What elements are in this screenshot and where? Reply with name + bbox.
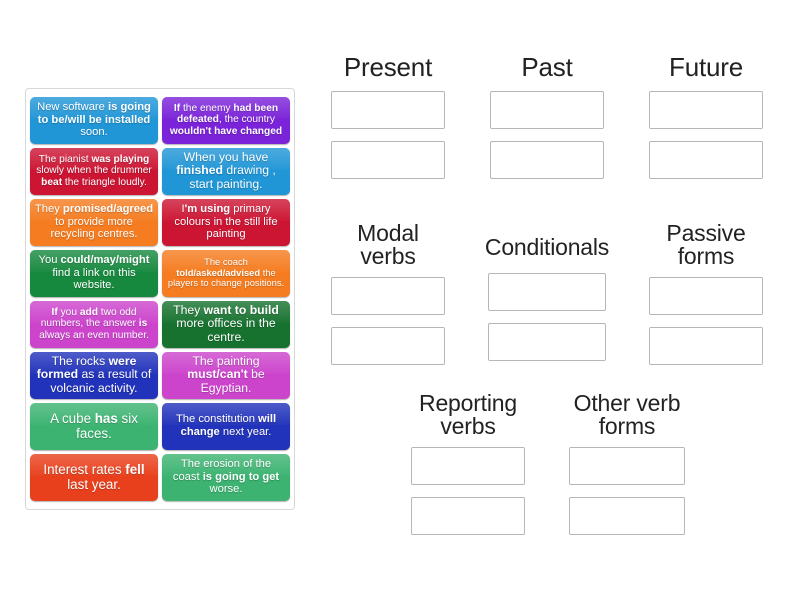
tile-text: The constitution will change next year. [175, 413, 277, 438]
draggable-tile[interactable]: If the enemy had been defeated, the coun… [162, 96, 290, 144]
dropzone[interactable] [331, 140, 445, 179]
draggable-tile[interactable]: When you have finished drawing , start p… [162, 147, 290, 195]
tile-text: A cube has six faces. [50, 411, 138, 441]
dropzone[interactable] [569, 496, 685, 535]
category-present: Present [331, 54, 445, 179]
dropzone[interactable] [411, 446, 525, 485]
draggable-tile[interactable]: Interest rates fell last year. [30, 453, 158, 501]
tile-text: When you have finished drawing , start p… [176, 149, 276, 191]
tile-text: The painting must/can't be Egyptian. [187, 353, 265, 395]
category-title: Reporting verbs [419, 390, 517, 440]
dropzone[interactable] [411, 496, 525, 535]
spacer [331, 269, 445, 277]
draggable-tile-tray: New software is going to be/will be inst… [25, 88, 295, 510]
tile-text: I'm using primary colours in the still l… [174, 203, 278, 241]
category-title: Passive forms [666, 220, 746, 270]
spacer [331, 81, 445, 91]
dropzone[interactable] [490, 140, 604, 179]
category-title: Modal verbs [357, 220, 419, 270]
dropzone-gap [331, 129, 445, 141]
draggable-tile[interactable]: The erosion of the coast is going to get… [162, 453, 290, 501]
spacer [649, 269, 763, 277]
tile-text: Interest rates fell last year. [43, 462, 145, 492]
draggable-tile[interactable]: The rocks were formed as a result of vol… [30, 351, 158, 399]
tile-text: The rocks were formed as a result of vol… [36, 353, 152, 395]
draggable-tile[interactable]: The painting must/can't be Egyptian. [162, 351, 290, 399]
category-other-verb-forms: Other verb forms [569, 391, 685, 535]
spacer [411, 439, 525, 447]
dropzone[interactable] [488, 273, 606, 312]
dropzone[interactable] [649, 90, 763, 129]
category-passive-forms: Passive forms [649, 221, 763, 365]
draggable-tile[interactable]: I'm using primary colours in the still l… [162, 198, 290, 246]
draggable-tile[interactable]: The coach told/asked/advised the players… [162, 249, 290, 297]
tile-text: New software is going to be/will be inst… [37, 101, 151, 139]
category-past: Past [490, 54, 604, 179]
dropzone-gap [488, 311, 606, 323]
draggable-tile[interactable]: They promised/agreed to provide more rec… [30, 198, 158, 246]
category-modal-verbs: Modal verbs [331, 221, 445, 365]
draggable-tile[interactable]: They want to build more offices in the c… [162, 300, 290, 348]
tile-text: If the enemy had been defeated, the coun… [169, 102, 283, 137]
spacer [488, 259, 606, 273]
draggable-tile[interactable]: New software is going to be/will be inst… [30, 96, 158, 144]
dropzone-gap [331, 315, 445, 327]
category-title: Present [343, 52, 433, 82]
tile-text: The coach told/asked/advised the players… [167, 256, 285, 289]
dropzone[interactable] [488, 323, 606, 362]
category-title: Conditionals [484, 234, 610, 260]
draggable-tile[interactable]: If you add two odd numbers, the answer i… [30, 300, 158, 348]
category-reporting-verbs: Reporting verbs [411, 391, 525, 535]
dropzone-gap [490, 129, 604, 141]
tile-grid: New software is going to be/will be inst… [30, 95, 290, 502]
tile-text: They want to build more offices in the c… [173, 302, 279, 344]
draggable-tile[interactable]: You could/may/might find a link on this … [30, 249, 158, 297]
spacer [649, 81, 763, 91]
draggable-tile[interactable]: The pianist was playing slowly when the … [30, 147, 158, 195]
dropzone[interactable] [649, 326, 763, 365]
tile-text: The pianist was playing slowly when the … [36, 153, 152, 188]
category-conditionals: Conditionals [485, 222, 609, 362]
dropzone[interactable] [569, 446, 685, 485]
category-title: Past [521, 52, 573, 82]
spacer [490, 81, 604, 91]
draggable-tile[interactable]: A cube has six faces. [30, 402, 158, 450]
dropzone[interactable] [331, 90, 445, 129]
dropzone[interactable] [331, 276, 445, 315]
tile-text: They promised/agreed to provide more rec… [34, 203, 154, 241]
category-title: Other verb forms [573, 390, 681, 440]
category-future: Future [649, 54, 763, 179]
dropzone[interactable] [490, 90, 604, 129]
tile-text: You could/may/might find a link on this … [38, 254, 150, 292]
dropzone-gap [411, 485, 525, 497]
dropzone[interactable] [649, 276, 763, 315]
tile-text: If you add two odd numbers, the answer i… [39, 306, 149, 341]
dropzone[interactable] [649, 140, 763, 179]
draggable-tile[interactable]: The constitution will change next year. [162, 402, 290, 450]
dropzone[interactable] [331, 326, 445, 365]
category-title: Future [669, 52, 743, 82]
spacer [569, 439, 685, 447]
dropzone-gap [649, 129, 763, 141]
dropzone-gap [649, 315, 763, 327]
tile-text: The erosion of the coast is going to get… [172, 458, 280, 496]
dropzone-gap [569, 485, 685, 497]
